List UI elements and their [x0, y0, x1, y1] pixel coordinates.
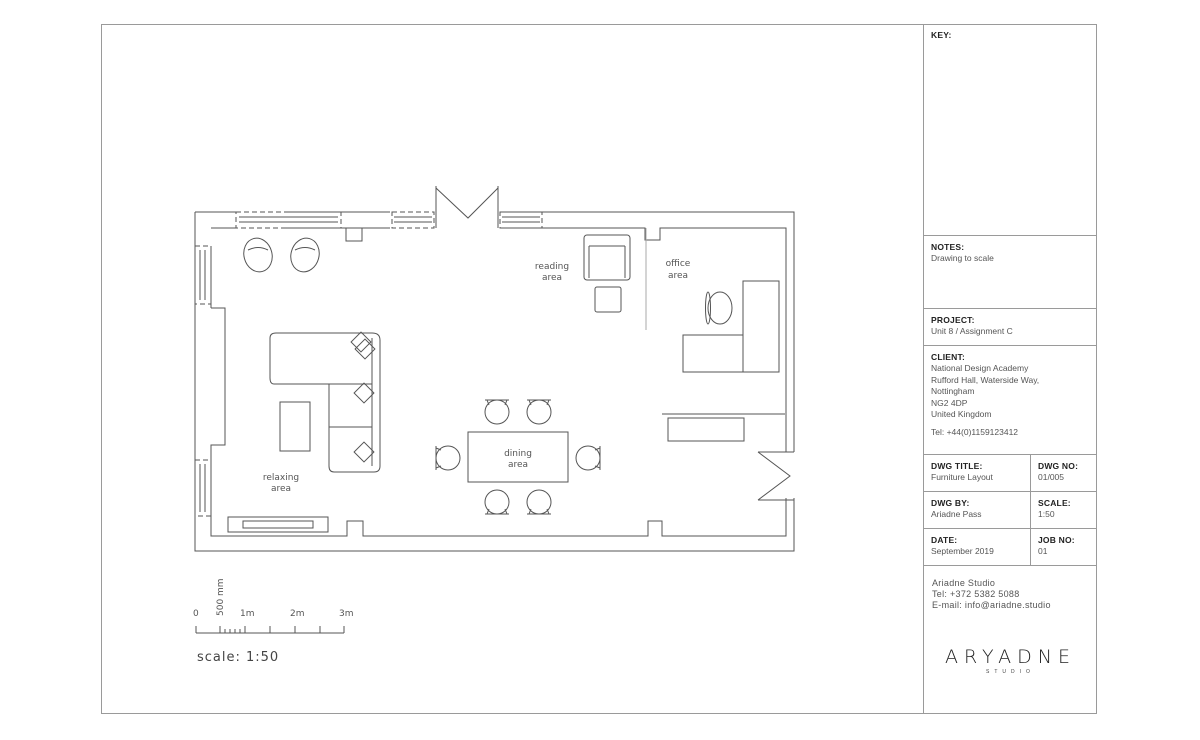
key-label: KEY: [931, 30, 952, 40]
office-area-label-1: office [666, 259, 691, 269]
project-label: PROJECT: [931, 315, 975, 325]
logo-subtitle: STUDIO [986, 669, 1035, 675]
dwg-by-row: DWG BY: Ariadne Pass SCALE: 1:50 [924, 492, 1097, 529]
studio-tel: Tel: +372 5382 5088 [932, 589, 1020, 599]
job-no-label: JOB NO: [1038, 535, 1075, 545]
client-line-3: Nottingham [931, 386, 975, 396]
relaxing-area-label-2: area [271, 484, 291, 494]
dwg-no-label: DWG NO: [1038, 461, 1079, 471]
studio-info: Ariadne Studio Tel: +372 5382 5088 E-mai… [924, 566, 1097, 623]
dwg-by-label: DWG BY: [931, 498, 970, 508]
client-line-2: Rufford Hall, Waterside Way, [931, 374, 1040, 385]
relaxing-area-label-1: relaxing [263, 473, 299, 483]
notes-value: Drawing to scale [931, 253, 994, 263]
date-value: September 2019 [931, 546, 994, 556]
dwg-no-value: 01/005 [1038, 472, 1064, 482]
client-tel: Tel: +44(0)1159123412 [931, 426, 1019, 437]
scale-tick-0: 0 [193, 609, 199, 619]
client-line-4: NG2 4DP [931, 397, 968, 408]
reading-area-label-2: area [542, 273, 562, 283]
client-section: CLIENT: National Design Academy Rufford … [924, 346, 1097, 455]
dwg-title-label: DWG TITLE: [931, 461, 983, 471]
studio-logo: ARYADNE STUDIO [924, 646, 1097, 675]
dining-area-label-1: dining [504, 449, 532, 459]
logo-wordmark: ARYADNE [945, 646, 1076, 668]
key-section: KEY: [924, 24, 1097, 236]
scale-tick-500mm: 500 mm [216, 578, 226, 616]
date-label: DATE: [931, 535, 958, 545]
project-section: PROJECT: Unit 8 / Assignment C [924, 309, 1097, 346]
dwg-by-value: Ariadne Pass [931, 509, 982, 519]
client-line-5: United Kingdom [931, 409, 992, 419]
dwg-title-row: DWG TITLE: Furniture Layout DWG NO: 01/0… [924, 455, 1097, 492]
date-row: DATE: September 2019 JOB NO: 01 [924, 529, 1097, 566]
notes-section: NOTES: Drawing to scale [924, 236, 1097, 309]
title-block: KEY: NOTES: Drawing to scale PROJECT: Un… [923, 24, 1097, 714]
dining-area-label-2: area [508, 460, 528, 470]
scale-tick-2m: 2m [290, 609, 305, 619]
scale-label: scale: 1:50 [197, 650, 280, 665]
studio-email: E-mail: info@ariadne.studio [932, 600, 1051, 610]
scale-value: 1:50 [1038, 509, 1055, 519]
client-label: CLIENT: [931, 352, 965, 362]
job-no-value: 01 [1038, 546, 1048, 556]
scale-tick-3m: 3m [339, 609, 354, 619]
studio-name: Ariadne Studio [932, 578, 996, 588]
dwg-title-value: Furniture Layout [931, 472, 993, 482]
drawing-sheet-frame [101, 24, 1097, 714]
client-line-1: National Design Academy [931, 363, 1029, 373]
scale-tick-1m: 1m [240, 609, 255, 619]
scale-bar [195, 626, 345, 634]
reading-area-label-1: reading [535, 262, 569, 272]
notes-label: NOTES: [931, 242, 965, 252]
scale-label-tb: SCALE: [1038, 498, 1071, 508]
office-area-label-2: area [668, 271, 688, 281]
project-value: Unit 8 / Assignment C [931, 326, 1013, 336]
